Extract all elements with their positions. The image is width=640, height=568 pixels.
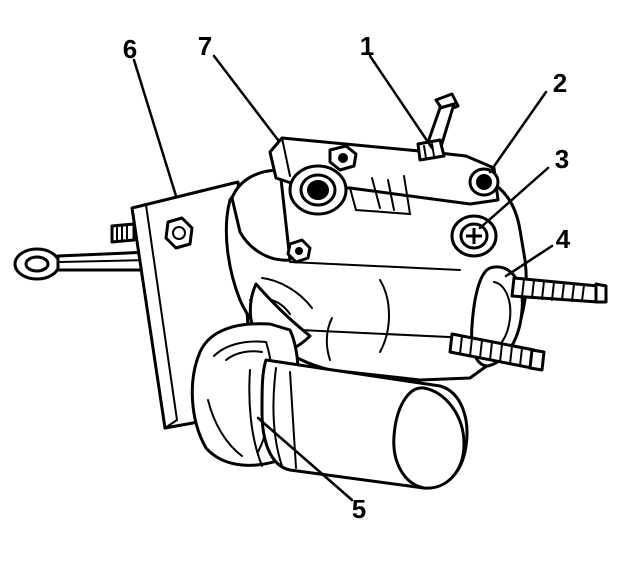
leader-4 bbox=[504, 244, 554, 278]
leader-lines bbox=[132, 54, 554, 502]
callout-1: 1 bbox=[359, 31, 375, 61]
mounting-studs bbox=[448, 276, 608, 372]
callout-5: 5 bbox=[351, 494, 367, 524]
pressure-line-fitting bbox=[416, 92, 460, 162]
leader-3 bbox=[478, 166, 550, 230]
leader-2 bbox=[488, 90, 548, 174]
leader-1 bbox=[368, 54, 434, 150]
callout-4: 4 bbox=[555, 224, 571, 254]
callout-6: 6 bbox=[122, 34, 138, 64]
port-plugs bbox=[450, 167, 500, 258]
push-rod bbox=[13, 247, 152, 281]
leader-6 bbox=[132, 58, 178, 198]
leader-7 bbox=[212, 54, 280, 142]
leader-5 bbox=[256, 416, 354, 502]
callout-2: 2 bbox=[552, 68, 568, 98]
callout-3: 3 bbox=[554, 144, 570, 174]
callout-7: 7 bbox=[197, 31, 213, 61]
